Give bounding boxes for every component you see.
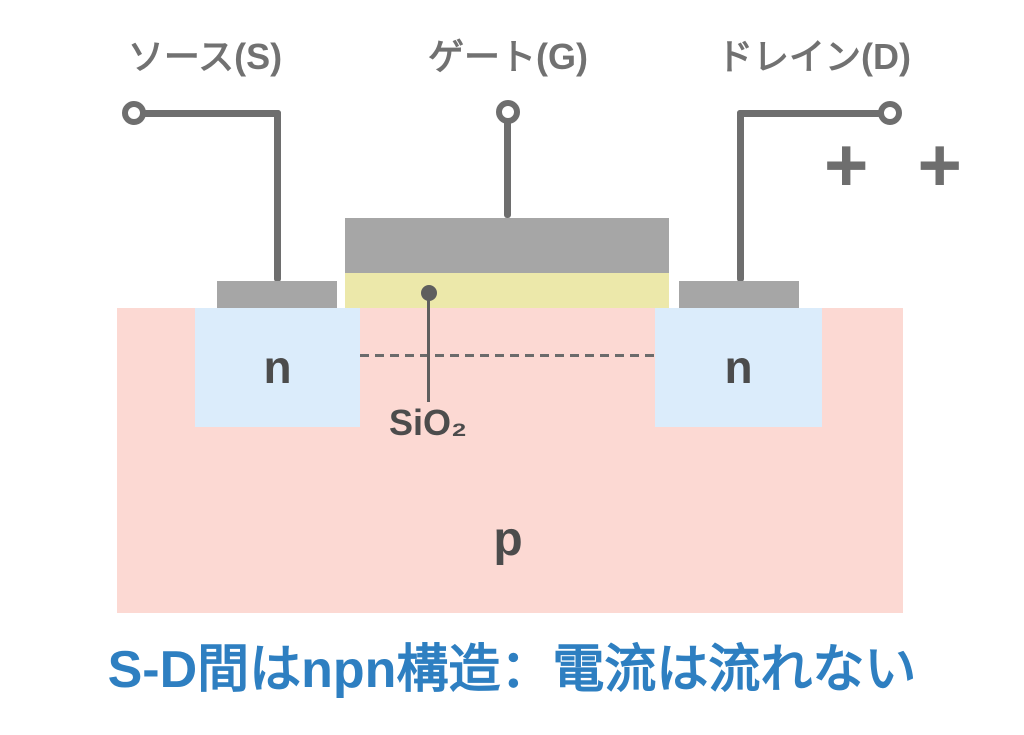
drain-wire-horizontal: [737, 110, 890, 117]
drain-terminal-label: ドレイン(D): [717, 36, 911, 77]
sio2-label: SiO₂: [388, 402, 467, 443]
channel-dashed-line: [360, 354, 654, 357]
gate-terminal-label: ゲート(G): [428, 36, 588, 77]
source-wire-vertical: [274, 110, 281, 282]
gate-wire-vertical: [504, 112, 511, 218]
drain-wire-vertical: [737, 110, 744, 282]
source-contact: [217, 281, 337, 308]
gate-electrode: [345, 218, 669, 273]
gate-terminal-node-icon: [496, 100, 520, 124]
source-wire-horizontal: [134, 110, 281, 117]
drain-bias-plus-symbols: + +: [824, 123, 976, 208]
source-n-well-region: n: [195, 308, 360, 427]
gate-oxide-layer: [345, 273, 669, 308]
source-terminal-label: ソース(S): [127, 36, 283, 77]
source-terminal-node-icon: [122, 101, 146, 125]
drain-contact: [679, 281, 799, 308]
drain-n-well-region: n: [655, 308, 822, 427]
sio2-pointer-dot-icon: [421, 285, 437, 301]
drain-terminal-node-icon: [878, 101, 902, 125]
substrate-p-label: p: [493, 513, 523, 566]
sio2-pointer-line: [427, 292, 430, 402]
source-n-well-label: n: [263, 341, 292, 393]
drain-n-well-label: n: [724, 341, 753, 393]
caption-text: S-D間はnpn構造：電流は流れない: [107, 641, 917, 699]
